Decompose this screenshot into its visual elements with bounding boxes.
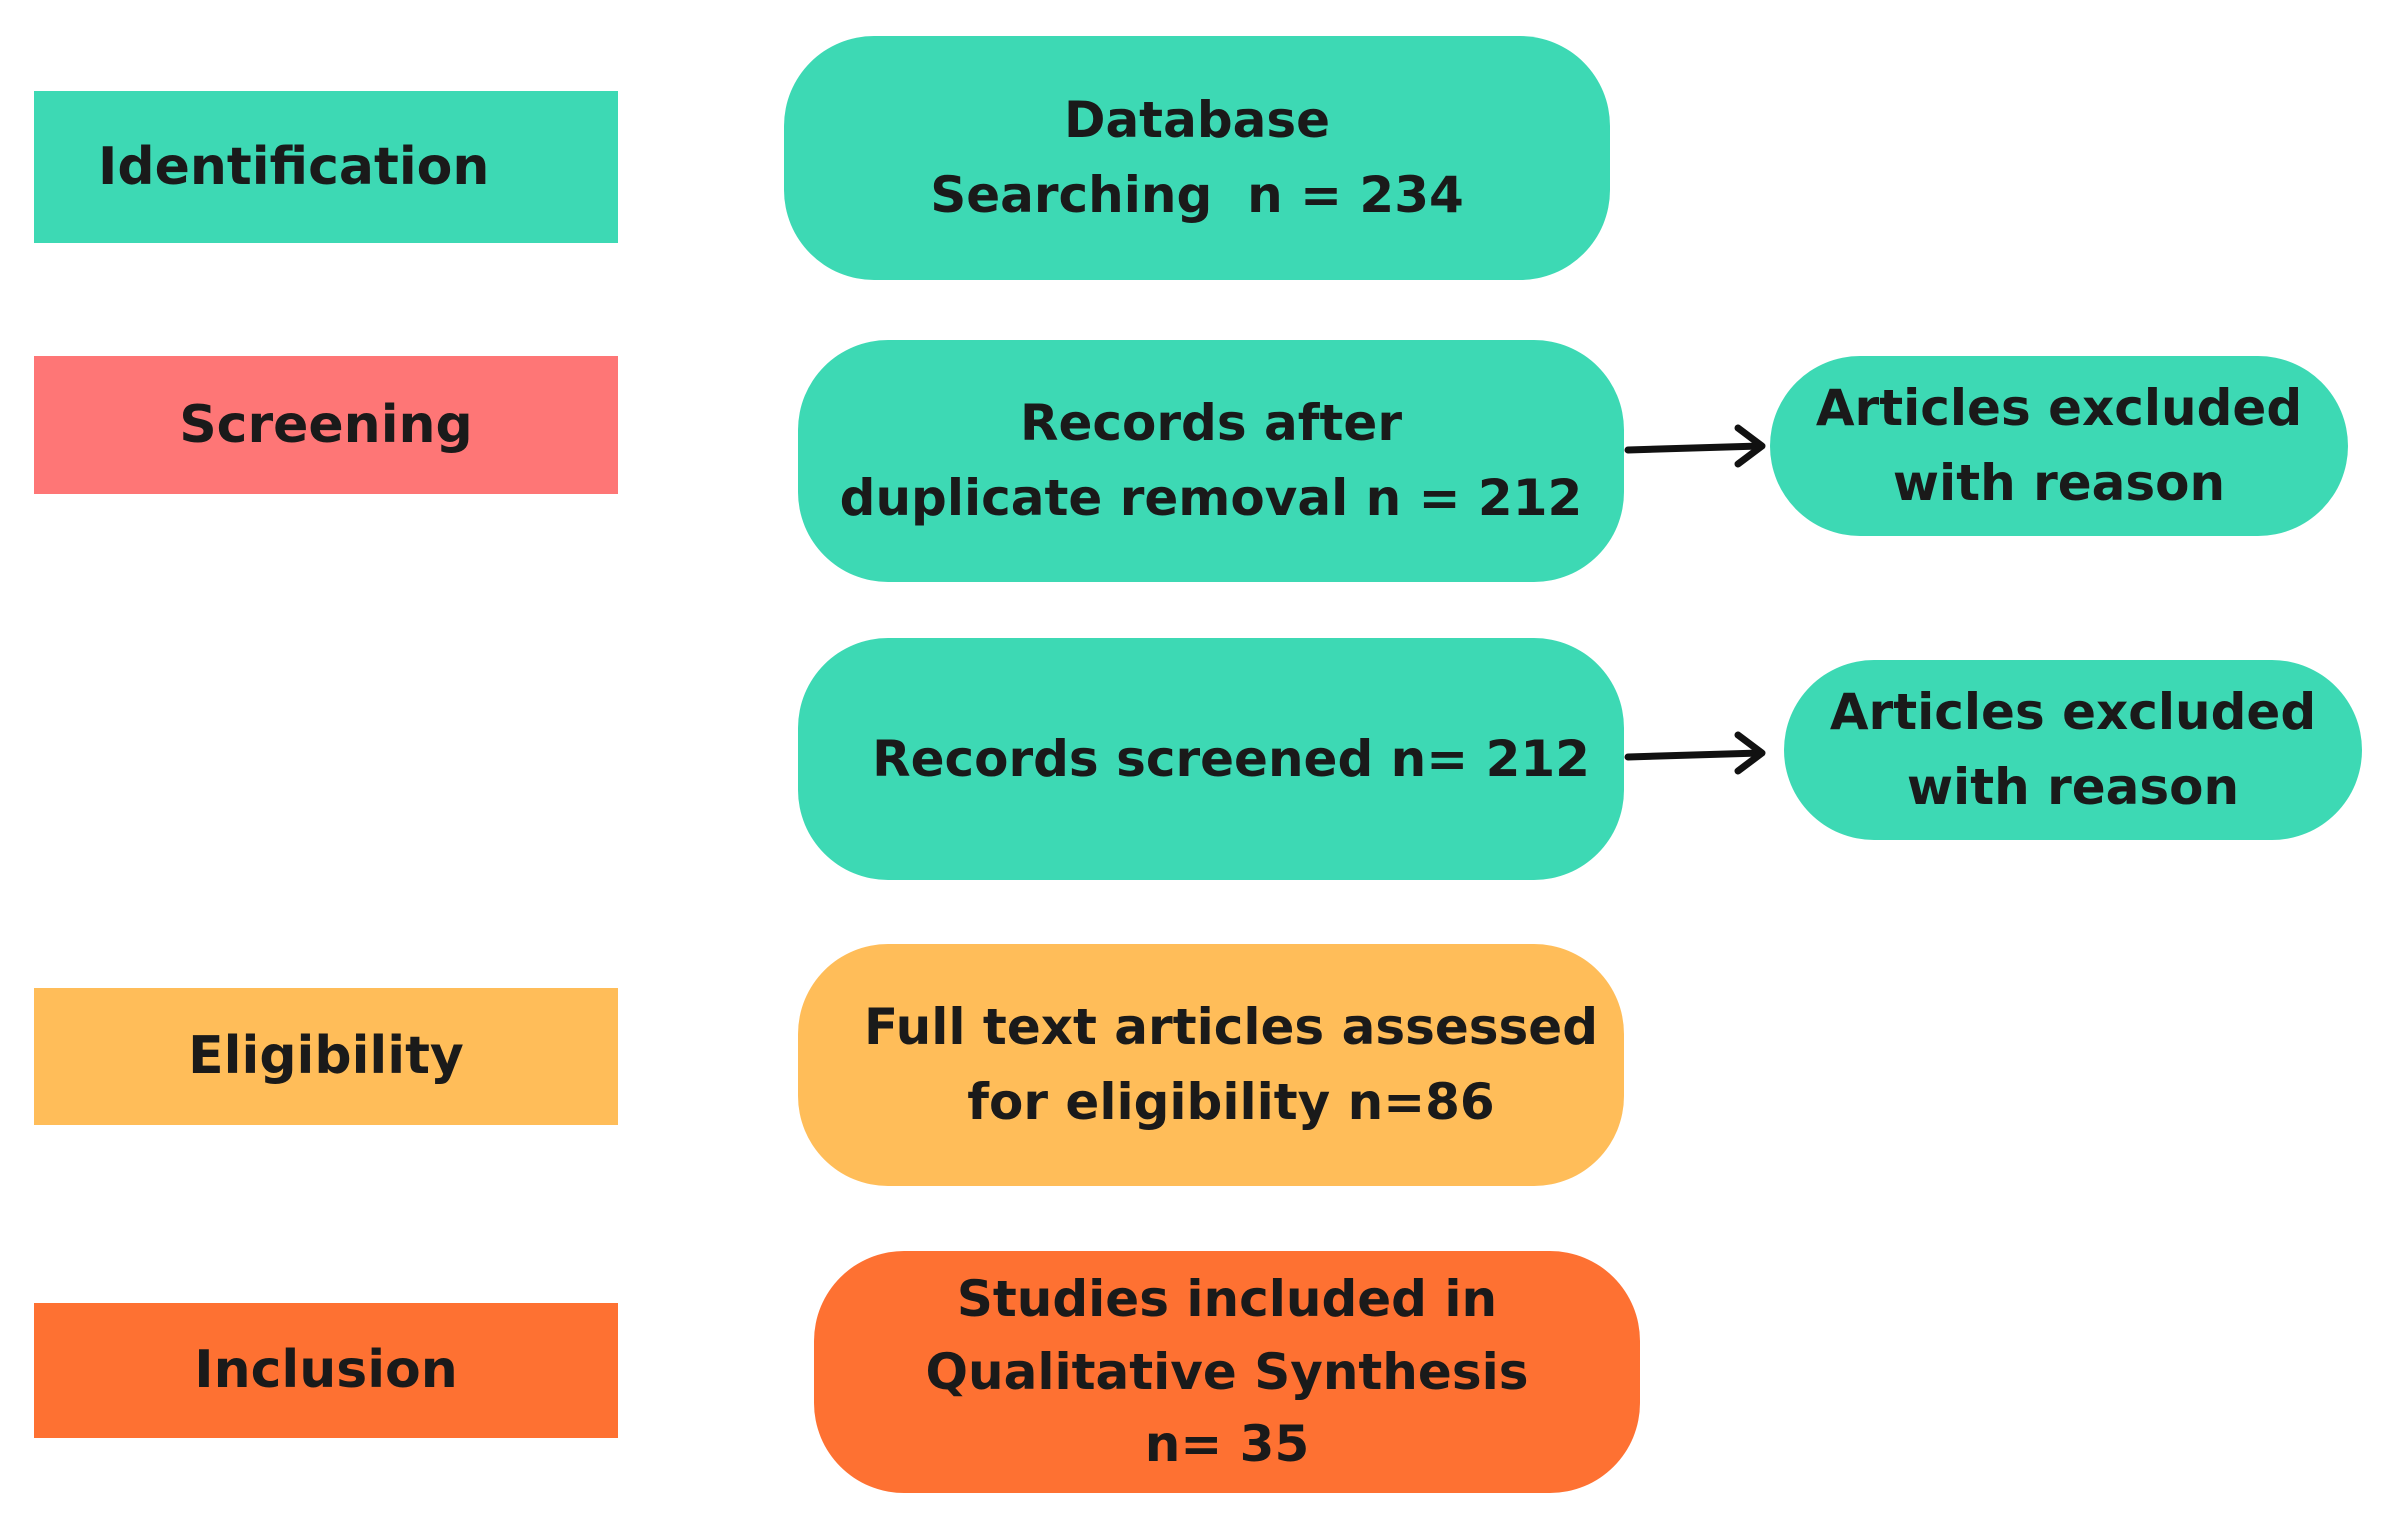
full-text-assessed-line2: for eligibility n=86 xyxy=(967,1073,1495,1131)
records-after-duplicates-line2: duplicate removal n = 212 xyxy=(839,469,1583,527)
stage-screening-label: Screening xyxy=(179,394,473,455)
studies-included-line2: Qualitative Synthesis xyxy=(925,1342,1529,1401)
database-searching-box: Database Searching n = 234 xyxy=(784,36,1610,280)
stage-identification: Identification xyxy=(34,91,618,243)
excluded-after-screening-line2: with reason xyxy=(1906,758,2240,816)
database-searching-line1: Database xyxy=(1063,91,1331,149)
arrow-to-excluded-after-screening xyxy=(1624,731,1766,775)
excluded-after-duplicates-line2: with reason xyxy=(1892,454,2226,512)
records-screened-box: Records screened n= 212 xyxy=(798,638,1624,880)
database-searching-line2: Searching n = 234 xyxy=(930,166,1464,224)
excluded-after-screening-box: Articles excluded with reason xyxy=(1784,660,2362,840)
excluded-after-screening-line1: Articles excluded xyxy=(1829,683,2317,741)
excluded-after-duplicates-box: Articles excluded with reason xyxy=(1770,356,2348,536)
records-after-duplicates-line1: Records after xyxy=(1020,394,1402,452)
arrow-to-excluded-after-duplicates xyxy=(1624,424,1766,468)
records-screened-line1: Records screened n= 212 xyxy=(872,729,1590,788)
stage-inclusion: Inclusion xyxy=(34,1303,618,1438)
studies-included-box: Studies included in Qualitative Synthesi… xyxy=(814,1251,1640,1493)
studies-included-line1: Studies included in xyxy=(956,1270,1498,1329)
excluded-after-duplicates-line1: Articles excluded xyxy=(1815,379,2303,437)
records-after-duplicates-box: Records after duplicate removal n = 212 xyxy=(798,340,1624,582)
stage-identification-label: Identification xyxy=(98,136,490,197)
stage-eligibility: Eligibility xyxy=(34,988,618,1125)
stage-eligibility-label: Eligibility xyxy=(188,1026,464,1087)
full-text-assessed-line1: Full text articles assessed xyxy=(863,998,1598,1056)
stage-screening: Screening xyxy=(34,356,618,494)
full-text-assessed-box: Full text articles assessed for eligibil… xyxy=(798,944,1624,1186)
studies-included-line3: n= 35 xyxy=(1144,1415,1310,1474)
stage-inclusion-label: Inclusion xyxy=(194,1340,458,1401)
